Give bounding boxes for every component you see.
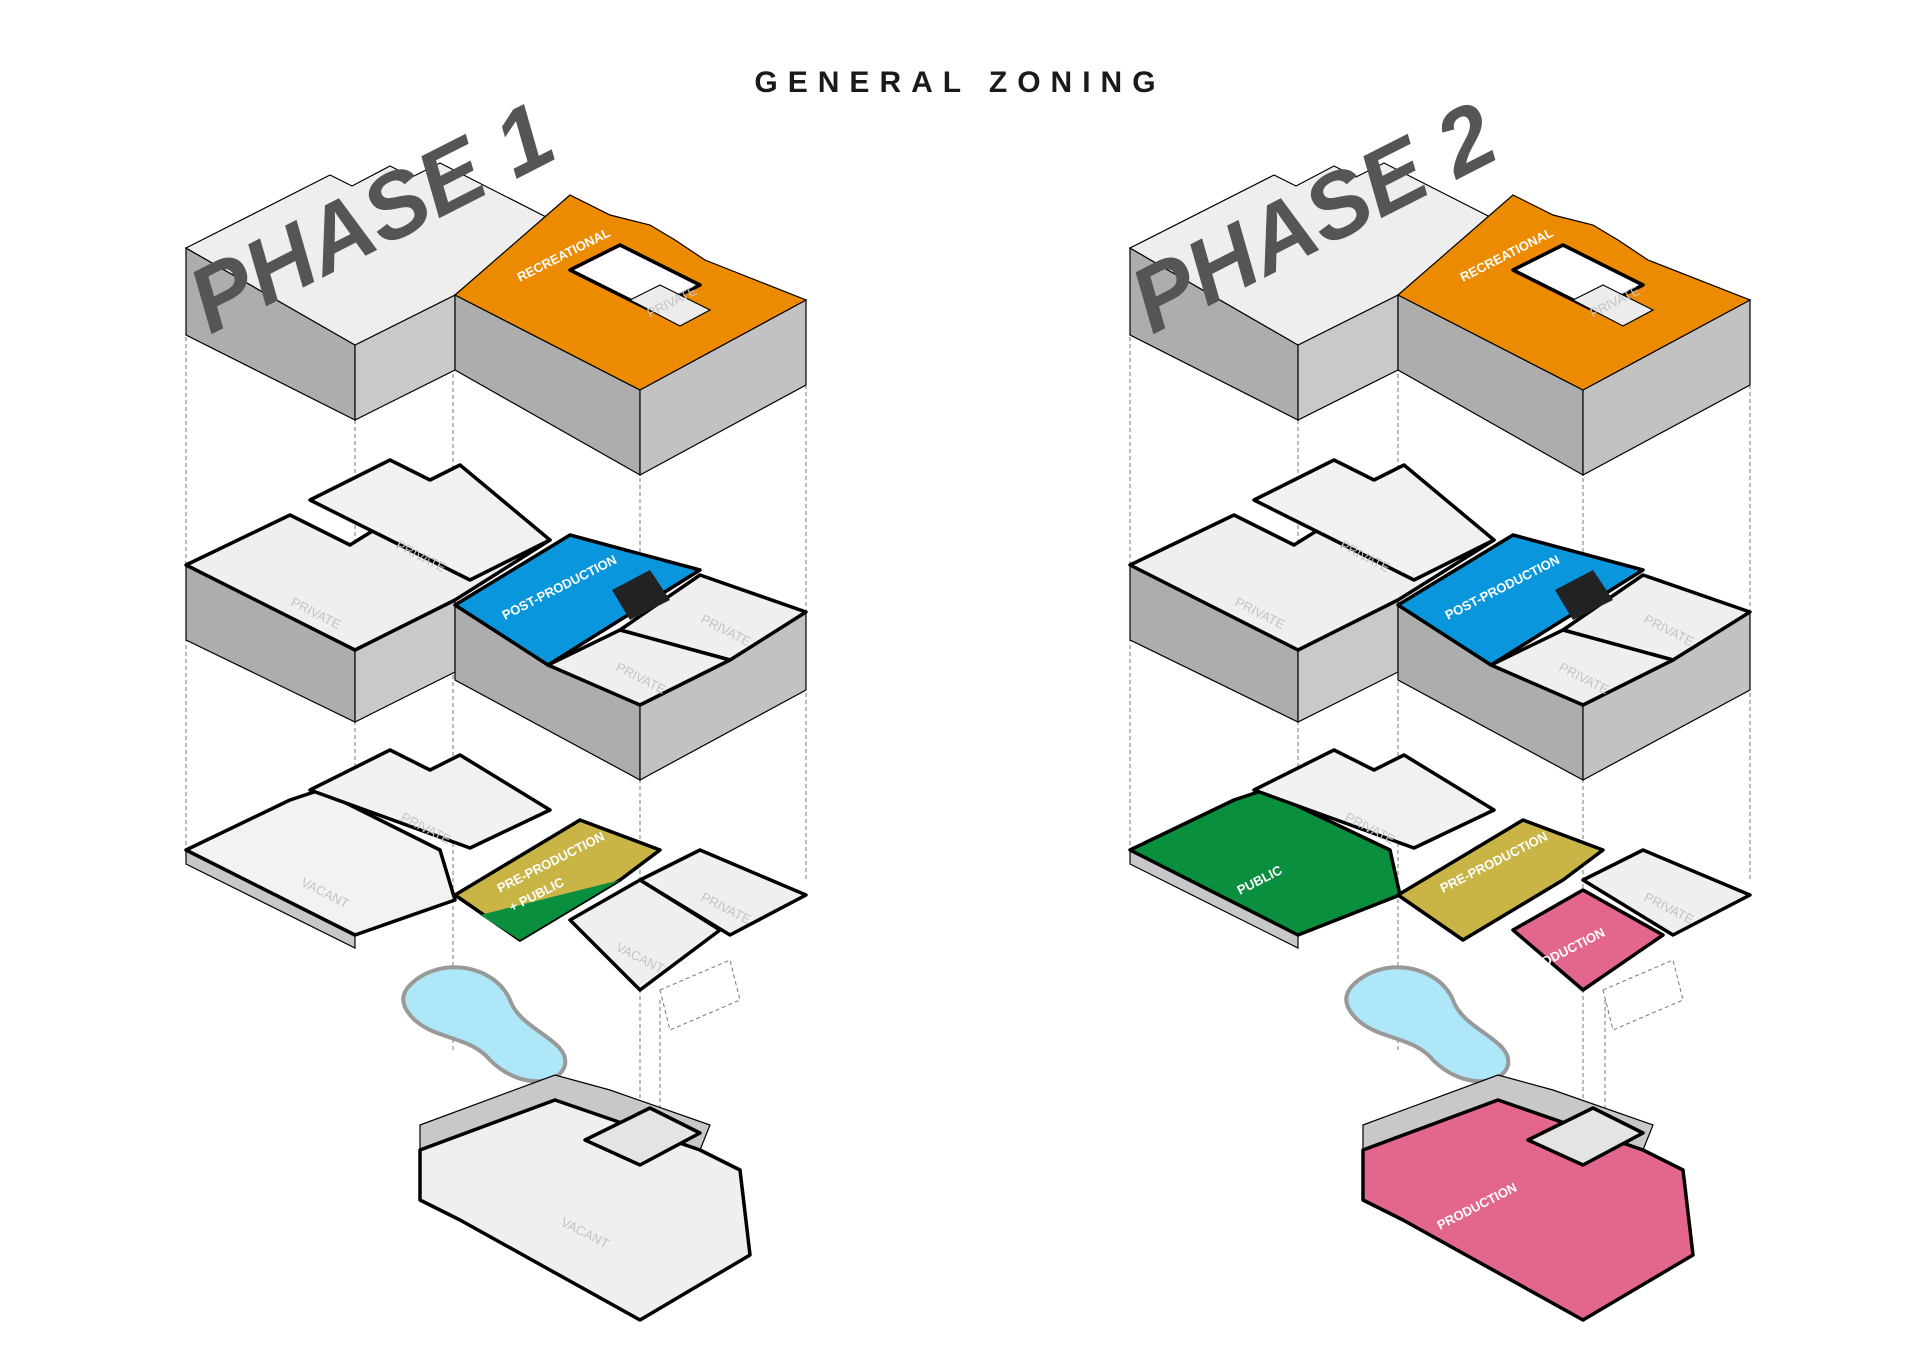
phase-2-upper-private-d [1489,628,1675,707]
phase-2-roof-private-room [1571,284,1655,327]
phase-1-basement-floor [418,1098,752,1322]
phase-1-roof-level: PHASE 1 RECREATIONAL PRIVATE [173,83,808,477]
phase-2-basement-production-zone [1361,1098,1695,1322]
phase-1-basement-level: VACANT [418,1074,752,1322]
phase-1-group: PHASE 1 RECREATIONAL PRIVATE PRIVATE PRI… [173,83,808,1322]
phase-1-upper-level: PRIVATE PRIVATE POST-PRODUCTION PRIVATE … [184,458,808,782]
phase-2-upper-level: PRIVATE PRIVATE POST-PRODUCTION PRIVATE … [1128,458,1752,782]
phase-1-roof-private-room [628,284,712,327]
page-title: GENERAL ZONING [754,66,1166,99]
phase-1-basement-stair-core [583,1106,702,1167]
phase-2-upper-stair [1555,570,1613,620]
phase-1-upper-stair [612,570,670,620]
phase-2-group: PHASE 2 RECREATIONAL PRIVATE PRIVATE PRI… [1115,83,1752,1322]
phase-2-ground-level: PRIVATE PUBLIC PRE-PRODUCTION PRIVATE PR… [1128,748,1752,1084]
phase-1-ground-level: PRIVATE VACANT PRE-PRODUCTION + PUBLIC P… [184,748,808,1084]
phase-2-basement-stair-core [1526,1106,1645,1167]
phase-1-ground-dashed-terrace [659,959,741,1031]
phase-1-roof-left-top [184,162,554,346]
phase-2-ground-back-room [1252,748,1496,850]
phase-1-ground-public-wedge [480,880,620,940]
phase-2-upper-post-production-zone [1396,533,1645,667]
phase-1-ground-vacant-b [568,878,722,992]
phase-2-upper-back-room [1252,458,1496,582]
phase-1-pool [401,965,568,1084]
phase-1-ground-back-room [308,748,552,850]
phase-2-roof-level: PHASE 2 RECREATIONAL PRIVATE [1115,83,1752,477]
phase-2-ground-private-b [1581,848,1752,937]
phase-2-pool [1344,965,1511,1084]
phase-1-upper-back-room [308,458,552,582]
phase-2-basement-level: PRODUCTION [1361,1074,1695,1322]
phase-2-roof-left-top [1128,162,1498,346]
phase-1-upper-private-d [546,628,732,707]
phase-2-ground-production-zone [1511,888,1665,992]
phase-2-ground-dashed-terrace [1602,959,1684,1031]
phase-2-ground-pre-production-zone [1396,818,1605,942]
phase-1-upper-post-production-zone [453,533,702,667]
phase-1-ground-left-floor [184,788,457,937]
phase-2-ground-public-zone [1128,788,1402,937]
